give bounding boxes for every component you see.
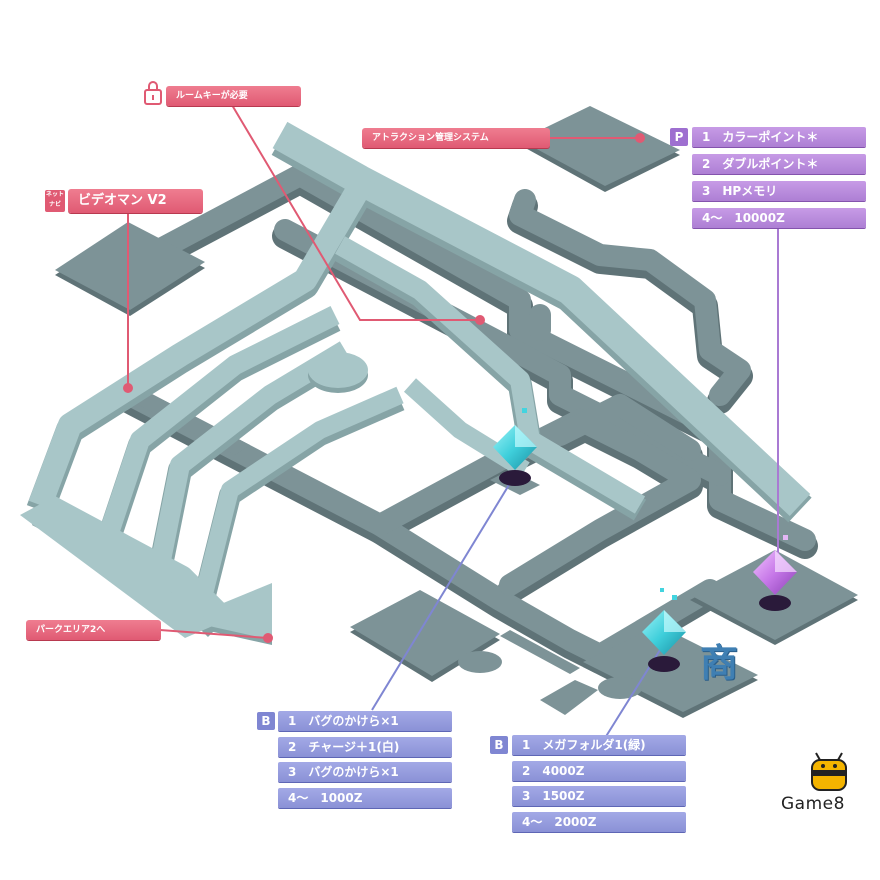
list-p-item: 1 カラーポイント＊ bbox=[692, 127, 866, 147]
shop-marker[interactable]: 商 bbox=[700, 640, 739, 685]
cyan-crystal-1[interactable] bbox=[493, 408, 537, 486]
list-p-item: 4〜 10000Z bbox=[692, 208, 866, 228]
list-b2-item: 1 メガフォルダ1(緑) bbox=[512, 735, 686, 755]
cyan-crystal-2[interactable] bbox=[642, 588, 686, 672]
list-b2-item: 4〜 2000Z bbox=[512, 812, 686, 832]
net-navi-tag: ネットナビ bbox=[45, 190, 65, 212]
attraction-label: アトラクション管理システム bbox=[362, 128, 550, 148]
callout-lines bbox=[127, 104, 779, 739]
list-b1-item: 3 バグのかけら×1 bbox=[278, 762, 452, 782]
list-b2-item: 3 1500Z bbox=[512, 786, 686, 806]
list-b1-item: 2 チャージ＋1(白) bbox=[278, 737, 452, 757]
list-p-tag: P bbox=[670, 128, 688, 146]
room-key-label: ルームキーが必要 bbox=[166, 86, 301, 106]
list-b1-item: 1 バグのかけら×1 bbox=[278, 711, 452, 731]
callout-dots bbox=[123, 133, 645, 643]
list-b1-item: 4〜 1000Z bbox=[278, 788, 452, 808]
lock-icon bbox=[144, 81, 162, 105]
list-p-item: 3 HPメモリ bbox=[692, 181, 866, 201]
park-area-label: パークエリア2へ bbox=[26, 620, 161, 640]
list-b2-item: 2 4000Z bbox=[512, 761, 686, 781]
list-b2-tag: B bbox=[490, 736, 508, 754]
bee-logo-icon bbox=[811, 752, 847, 791]
list-b1-tag: B bbox=[257, 712, 275, 730]
videoman-label: ビデオマン V2 bbox=[68, 189, 203, 213]
game8-logo: Game8 bbox=[781, 794, 845, 814]
light-path-top bbox=[28, 121, 811, 631]
list-p-item: 2 ダブルポイント＊ bbox=[692, 154, 866, 174]
purple-crystal[interactable] bbox=[753, 535, 797, 611]
